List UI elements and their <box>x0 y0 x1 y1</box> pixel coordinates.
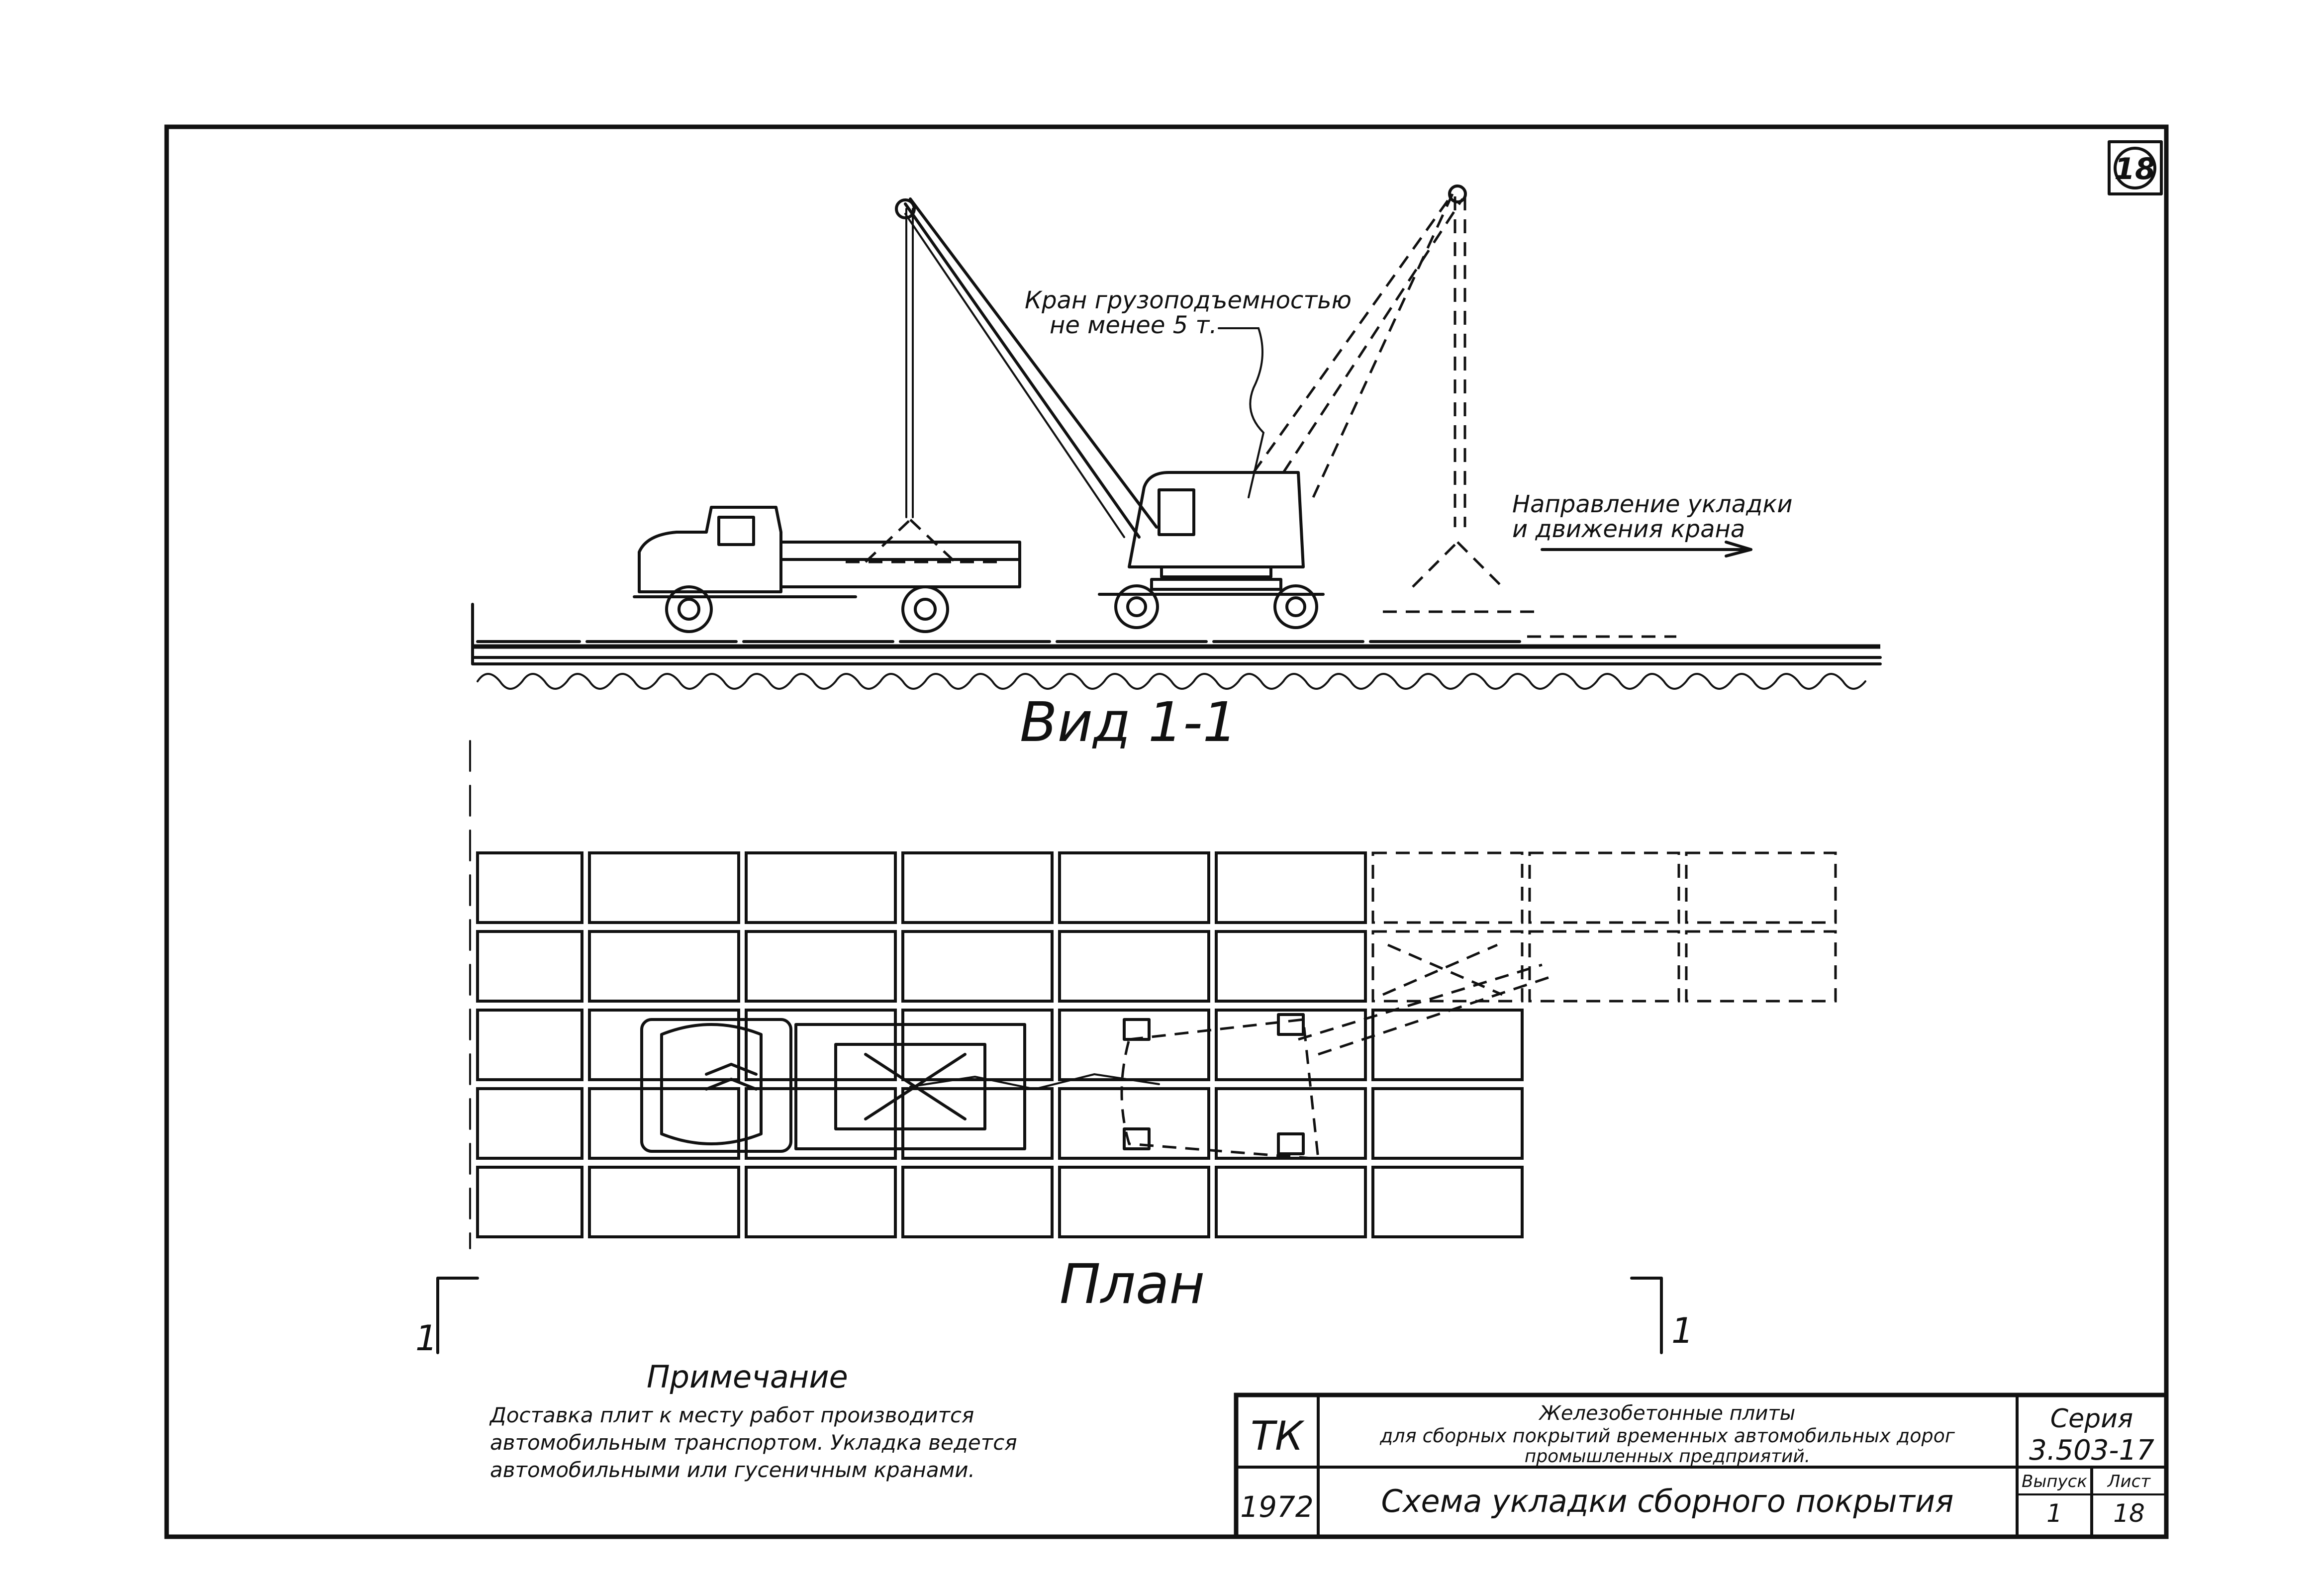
plan-slab <box>901 1166 1054 1238</box>
plan-slab-planned <box>1528 851 1680 924</box>
plan-slab <box>1058 930 1210 1003</box>
doc-title-line1: Железобетонные плиты <box>1538 1402 1795 1425</box>
plan-slab <box>745 851 897 924</box>
plan-slab <box>745 1166 897 1238</box>
plan-slab-planned <box>1528 930 1680 1003</box>
issue-label: Выпуск <box>2022 1472 2087 1491</box>
plan-slab <box>1215 930 1367 1003</box>
plan-slab <box>1371 1009 1524 1081</box>
plan-slab <box>476 1009 583 1081</box>
view-title: Вид 1-1 <box>1020 690 1238 754</box>
plan-title: План <box>1060 1252 1205 1316</box>
doc-title-line2: для сборных покрытий временных автомобил… <box>1379 1425 1955 1447</box>
drawing-frame <box>164 124 2169 1539</box>
direction-line2: и движения крана <box>1512 515 1745 543</box>
elevation-view: Кран грузоподъемностью не менее 5 т. Нап… <box>471 185 1882 754</box>
plan-slab <box>588 1087 740 1160</box>
page-number: 18 <box>2114 152 2156 186</box>
laid-slabs-elevation <box>476 635 1676 643</box>
plan-slab <box>745 930 897 1003</box>
note-line-2: автомобильным транспортом. Укладка ведет… <box>490 1430 1017 1455</box>
issue-value: 1 <box>2046 1499 2062 1528</box>
plan-slab <box>901 1087 1054 1160</box>
plan-slab <box>476 851 583 924</box>
plan-slab-planned <box>1685 930 1837 1003</box>
note-line-3: автомобильными или гусеничным кранами. <box>490 1458 975 1482</box>
sheet-value: 18 <box>2113 1499 2145 1528</box>
crane-label-leader <box>1218 327 1265 498</box>
page-number-badge: 18 <box>2108 140 2163 195</box>
plan-slab <box>588 1166 740 1238</box>
plan-slab <box>1215 1166 1367 1238</box>
soil-hatching <box>477 673 1866 690</box>
direction-line1: Направление укладки <box>1512 490 1793 518</box>
plan-slab <box>1371 1087 1524 1160</box>
org-code: ТК <box>1251 1413 1305 1459</box>
section-mark-right: 1 <box>1630 1277 1694 1354</box>
plan-slab <box>1215 1087 1367 1160</box>
crane-capacity-line2: не менее 5 т. <box>1050 311 1217 339</box>
plan-slab <box>1215 851 1367 924</box>
plan-slab <box>1058 1166 1210 1238</box>
plan-slab-planned <box>1371 930 1524 1003</box>
plan-slab <box>476 930 583 1003</box>
plan-slab <box>901 930 1054 1003</box>
note: Примечание Доставка плит к месту работ п… <box>489 1359 1017 1482</box>
plan-slab <box>476 1166 583 1238</box>
truck-elevation <box>633 506 1021 633</box>
plan-slab-planned <box>1371 851 1524 924</box>
series-value: 3.503-17 <box>2029 1434 2154 1467</box>
title-block: ТК 1972 Железобетонные плиты для сборных… <box>1234 1393 2169 1539</box>
plan-slab-planned <box>1685 851 1837 924</box>
sheet-title: Схема укладки сборного покрытия <box>1381 1483 1954 1519</box>
year: 1972 <box>1240 1490 1314 1524</box>
plan-slab <box>1058 851 1210 924</box>
note-title: Примечание <box>647 1359 848 1395</box>
plan-slab-grid <box>476 851 1837 1238</box>
crane-elevation <box>895 197 1325 629</box>
truck-plan <box>640 1018 1160 1153</box>
plan-slab <box>476 1087 583 1160</box>
plan-slab <box>588 1009 740 1081</box>
plan-view: План 1 1 <box>415 740 1837 1359</box>
plan-slab <box>1371 1166 1524 1238</box>
section-mark-left: 1 <box>415 1277 479 1359</box>
sheet-label: Лист <box>2107 1472 2151 1491</box>
doc-title-line3: промышленных предприятий. <box>1525 1446 1810 1467</box>
plan-slab <box>901 851 1054 924</box>
plan-slab <box>745 1087 897 1160</box>
plan-slab <box>1215 1009 1367 1081</box>
plan-slab <box>588 930 740 1003</box>
plan-slab <box>1058 1087 1210 1160</box>
note-line-1: Доставка плит к месту работ производится <box>489 1403 974 1427</box>
direction-arrow <box>1541 541 1752 557</box>
crane-plan <box>1120 943 1557 1160</box>
section-mark-left-label: 1 <box>415 1318 438 1359</box>
section-mark-right-label: 1 <box>1671 1310 1694 1351</box>
crane-next-position <box>1252 185 1537 613</box>
plan-slab <box>588 851 740 924</box>
series-label: Серия <box>2050 1404 2133 1434</box>
crane-capacity-line1: Кран грузоподъемностью <box>1025 286 1352 314</box>
